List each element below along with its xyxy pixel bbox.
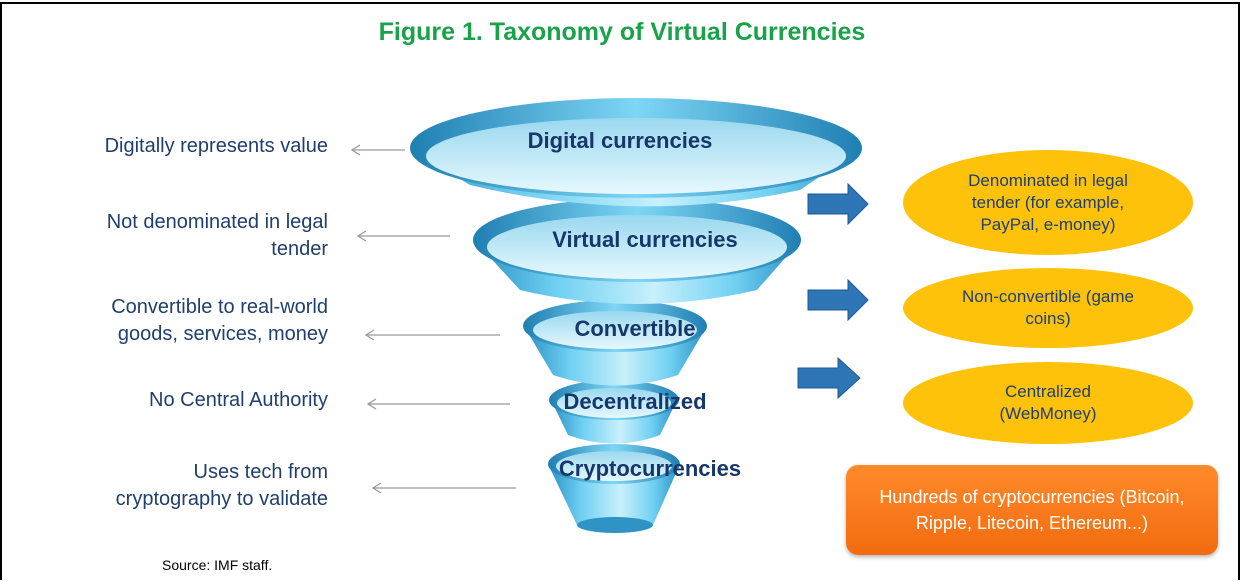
outcome-oval-non-convertible: Non-convertible (game coins) (903, 268, 1193, 348)
funnel-label-digital-currencies: Digital currencies (527, 128, 713, 153)
pointer-arrow-1 (350, 144, 405, 156)
funnel-ring-cryptocurrencies (548, 444, 680, 533)
funnel-label-virtual-currencies: Virtual currencies (552, 227, 738, 252)
block-arrow-3 (797, 356, 861, 400)
funnel-label-convertible: Convertible (574, 316, 696, 341)
outcome-oval-centralized: Centralized (WebMoney) (903, 362, 1193, 444)
description-digital-text: Digitally represents value (104, 135, 328, 157)
cryptocurrencies-examples-box: Hundreds of cryptocurrencies (Bitcoin, R… (846, 465, 1218, 555)
outcome-text-non-convertible: Non-convertible (game coins) (962, 287, 1134, 328)
description-digital: Digitally represents value (105, 133, 328, 160)
pointer-arrows (350, 144, 516, 494)
funnel-ring-convertible (523, 300, 707, 386)
description-cryptocurrencies: Uses tech from cryptography to validate (115, 461, 328, 510)
outcome-oval-denominated: Denominated in legal tender (for example… (903, 150, 1193, 255)
pointer-arrow-4 (366, 398, 510, 410)
funnel-ring-virtual-currencies (473, 198, 801, 304)
pointer-arrow-3 (364, 329, 500, 341)
cryptocurrencies-examples-text: Hundreds of cryptocurrencies (Bitcoin, R… (879, 487, 1185, 533)
funnel-label-decentralized: Decentralized (563, 389, 707, 414)
description-convertible: Convertible to real-world goods, service… (111, 296, 328, 345)
pointer-arrow-2 (356, 230, 450, 242)
source-note: Source: IMF staff. (162, 557, 273, 573)
figure-title: Figure 1. Taxonomy of Virtual Currencies (378, 18, 866, 46)
pointer-arrow-5 (371, 482, 516, 494)
description-decentralized: No Central Authority (149, 389, 328, 411)
outcome-text-denominated: Denominated in legal tender (for example… (968, 170, 1128, 234)
block-arrow-2 (807, 278, 869, 322)
funnel-label-cryptocurrencies: Cryptocurrencies (558, 456, 742, 481)
funnel-ring-digital-currencies (410, 98, 862, 207)
block-arrow-1 (807, 182, 869, 226)
funnel-ring-decentralized (549, 380, 679, 444)
outcome-text-centralized: Centralized (WebMoney) (999, 382, 1097, 423)
description-virtual: Not denominated in legal tender (106, 211, 328, 260)
block-arrows (797, 182, 869, 400)
